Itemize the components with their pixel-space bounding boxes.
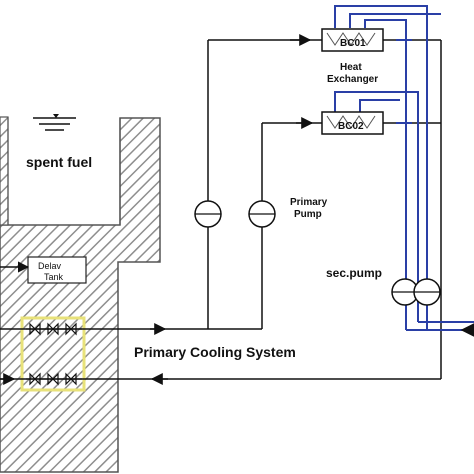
bc02-label: BC02 bbox=[338, 121, 364, 132]
pool-left-wall bbox=[0, 116, 9, 226]
delay-tank-label-line2: Tank bbox=[44, 272, 64, 282]
primary-pump-label-line2: Pump bbox=[294, 209, 322, 220]
delay-tank: Delav Tank bbox=[27, 256, 87, 284]
heat-exchanger-label-line1: Heat bbox=[340, 62, 362, 73]
delay-tank-label-line1: Delav bbox=[38, 261, 62, 271]
primary-pump-2-icon bbox=[248, 200, 276, 228]
heat-exchanger-label-line2: Exchanger bbox=[327, 74, 378, 85]
primary-pump-label-line1: Primary bbox=[290, 197, 328, 208]
sec-pump-label: sec.pump bbox=[326, 266, 382, 280]
spent-fuel-label: spent fuel bbox=[26, 154, 92, 170]
primary-pump-1-icon bbox=[194, 200, 222, 228]
valve-highlight-box bbox=[20, 316, 86, 392]
pool-structure bbox=[0, 116, 161, 473]
secondary-pump-icon-2 bbox=[413, 278, 441, 306]
heat-exchanger-bc01: BC01 bbox=[321, 28, 384, 52]
water-surface-icon bbox=[33, 114, 76, 131]
heat-exchanger-bc02: BC02 bbox=[321, 111, 384, 135]
primary-cooling-system-label: Primary Cooling System bbox=[134, 344, 296, 360]
bc01-label: BC01 bbox=[340, 38, 366, 49]
